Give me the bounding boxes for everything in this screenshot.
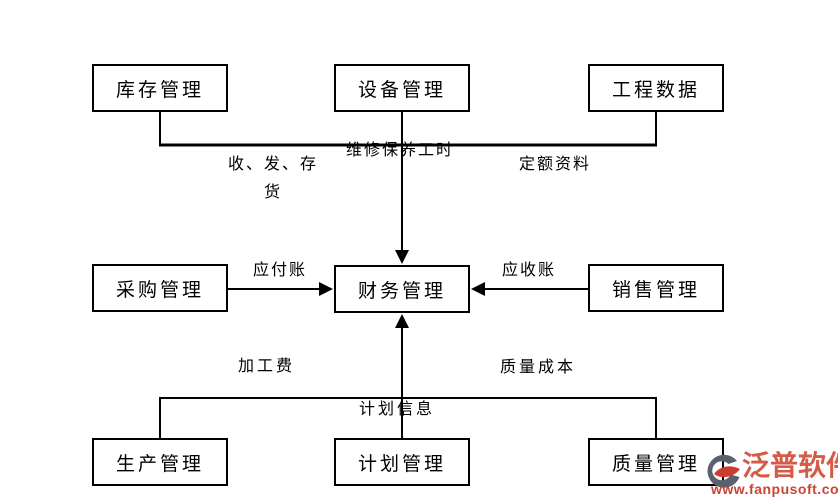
edge-label-quota-data: 定额资料 (519, 156, 592, 173)
node-inventory-management: 库存管理 (92, 64, 228, 112)
node-quality-management: 质量管理 (588, 438, 724, 486)
node-finance-management: 财务管理 (334, 265, 470, 313)
fanpu-logo-text: 泛普软件 (742, 450, 838, 481)
fanpu-website-url: www.fanpusoft.com (711, 481, 838, 497)
node-sales-management: 销售管理 (588, 264, 724, 312)
edge-label-quality-cost: 质量成本 (500, 359, 577, 376)
edge-label-accounts-receivable: 应收账 (502, 262, 557, 279)
edge-label-processing-fee: 加工费 (238, 358, 296, 375)
fanpu-watermark: 泛普软件 www.fanpusoft.com (705, 451, 838, 501)
node-equipment-management: 设备管理 (334, 64, 470, 112)
edge-label-planning-info: 计划信息 (359, 401, 436, 418)
edge-label-accounts-payable: 应付账 (253, 262, 308, 279)
edge-label-maintenance-hours: 维修保养工时 (346, 142, 455, 159)
node-production-management: 生产管理 (92, 438, 228, 486)
node-engineering-data: 工程数据 (588, 64, 724, 112)
fanpu-logo-icon (705, 452, 742, 497)
node-planning-management: 计划管理 (334, 438, 470, 486)
edge-label-receive-dispatch-stock: 收、发、存货 (227, 156, 318, 201)
node-procurement-management: 采购管理 (92, 264, 228, 312)
